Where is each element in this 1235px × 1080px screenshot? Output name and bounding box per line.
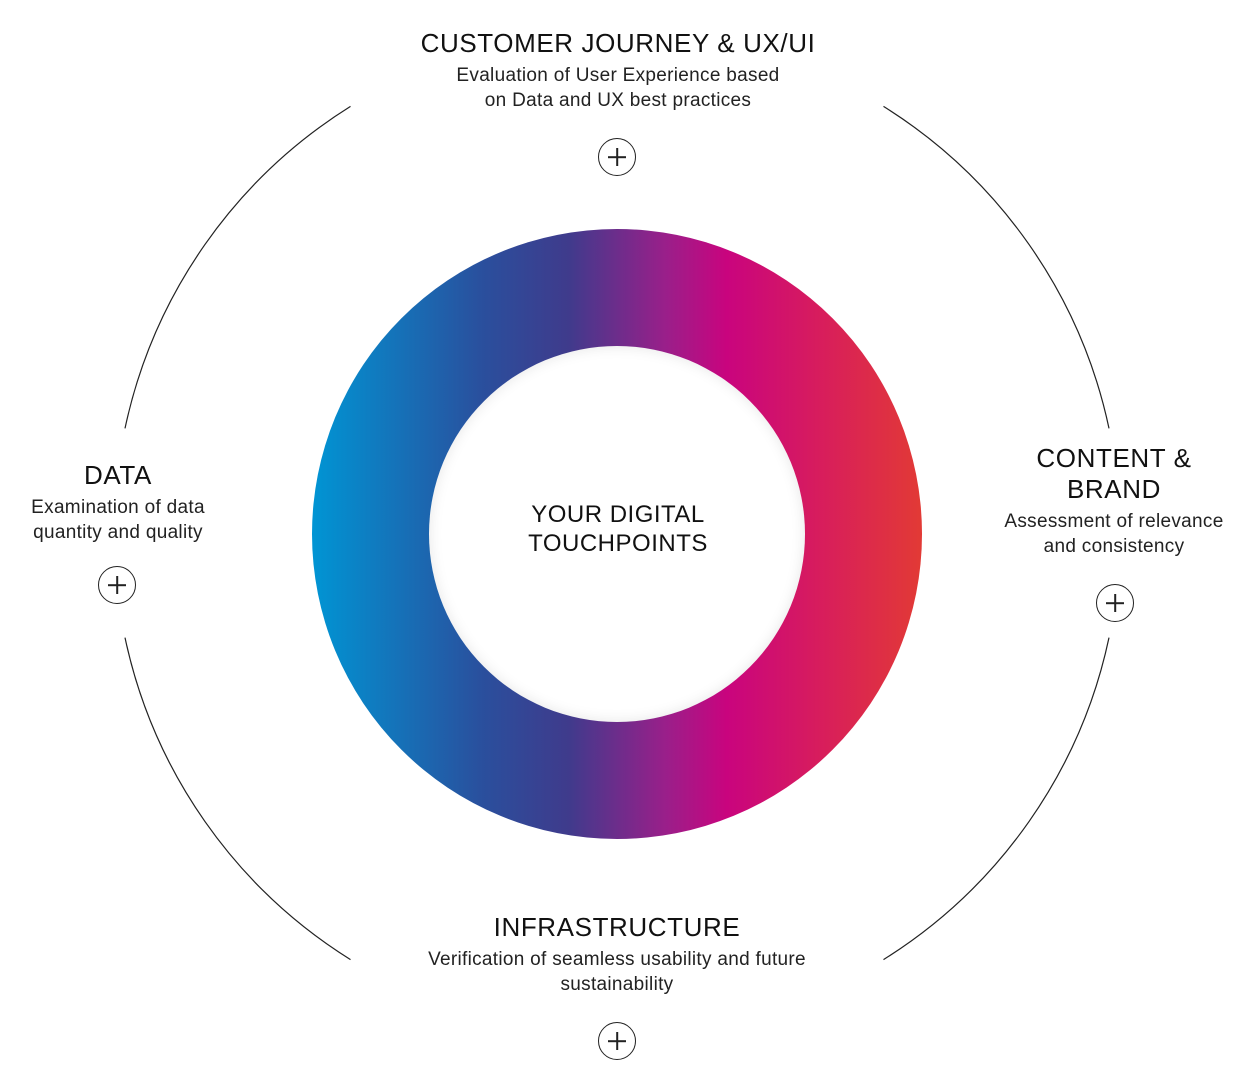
expand-content-brand-button[interactable] bbox=[1096, 584, 1134, 622]
section-description: Verification of seamless usability and f… bbox=[428, 949, 806, 995]
section-title: CONTENT & BRAND bbox=[1036, 443, 1192, 504]
section-customer-journey: CUSTOMER JOURNEY & UX/UI Evaluation of U… bbox=[368, 28, 868, 113]
expand-data-button[interactable] bbox=[98, 566, 136, 604]
section-data: DATA Examination of data quantity and qu… bbox=[0, 460, 236, 545]
arc-top-left bbox=[124, 105, 351, 429]
arc-top-right bbox=[883, 105, 1110, 429]
section-description: Assessment of relevance and consistency bbox=[1004, 511, 1224, 557]
gradient-ring bbox=[312, 229, 922, 839]
expand-infrastructure-button[interactable] bbox=[598, 1022, 636, 1060]
arc-bottom-left bbox=[124, 637, 351, 961]
section-content-brand: CONTENT & BRAND Assessment of relevance … bbox=[990, 443, 1235, 559]
section-title: DATA bbox=[84, 460, 152, 490]
section-title: INFRASTRUCTURE bbox=[493, 912, 741, 942]
section-description: Evaluation of User Experience based on D… bbox=[456, 65, 780, 111]
arc-bottom-right bbox=[883, 637, 1110, 961]
ring-center-disc bbox=[429, 346, 805, 722]
center-label: YOUR DIGITAL TOUCHPOINTS bbox=[528, 501, 708, 557]
section-infrastructure: INFRASTRUCTURE Verification of seamless … bbox=[367, 912, 867, 997]
section-description: Examination of data quantity and quality bbox=[31, 497, 205, 543]
expand-customer-journey-button[interactable] bbox=[598, 138, 636, 176]
section-title: CUSTOMER JOURNEY & UX/UI bbox=[420, 28, 816, 58]
